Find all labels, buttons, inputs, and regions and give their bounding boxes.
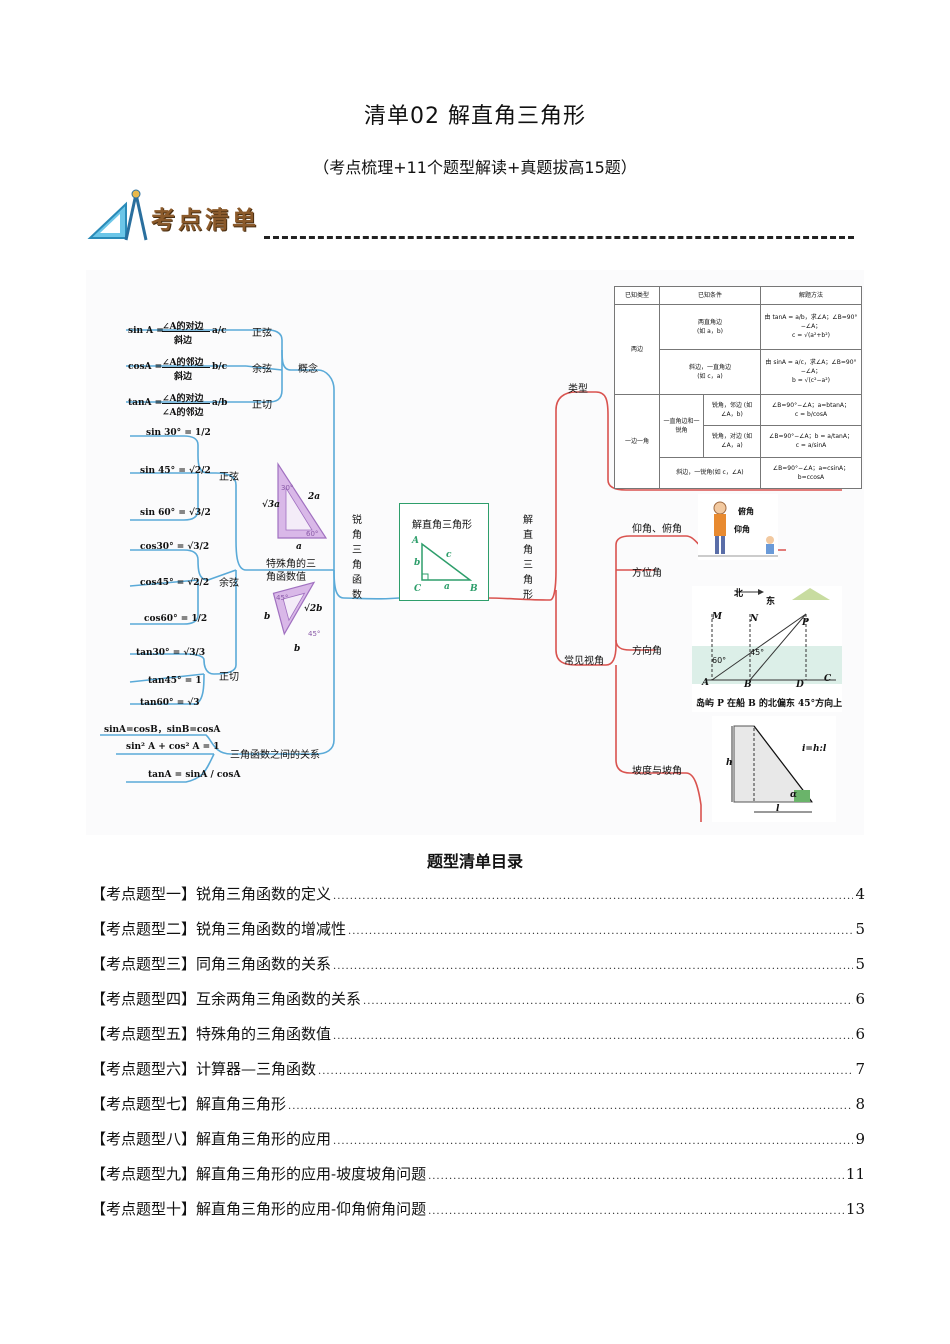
point-d: D: [796, 680, 804, 690]
side-c: c: [446, 550, 452, 560]
special-angles-label-1: 特殊角的三: [266, 559, 316, 570]
tri1-angle2: 60°: [306, 530, 319, 538]
slope-ratio: i=h:l: [802, 744, 827, 754]
slope-l: l: [776, 804, 780, 814]
direction-label: 方向角: [632, 646, 662, 657]
depression-angle-label: 俯角: [738, 507, 754, 516]
point-p: P: [802, 618, 809, 628]
vertex-a: A: [412, 536, 419, 546]
tri1-side1: √3a: [262, 500, 281, 510]
sin60-value: sin 60° = √3/2: [140, 508, 211, 518]
toc-entry[interactable]: 【考点题型二】锐角三角函数的增减性.......................…: [91, 920, 865, 938]
tri2-angle2: 45°: [308, 630, 321, 638]
toc-list: 【考点题型一】锐角三角函数的定义........................…: [91, 883, 865, 1233]
angle-60: 60°: [712, 656, 727, 665]
elevation-angle-label: 仰角: [734, 525, 750, 534]
sin30-value: sin 30° = 1/2: [146, 428, 211, 438]
solve-methods-table: 已知类型 已知条件 解题方法 两边 两直角边(如 a，b) 由 tanA = a…: [614, 286, 863, 490]
types-label: 类型: [568, 384, 588, 395]
point-m: M: [712, 612, 722, 622]
tan30-value: tan30° = √3/3: [136, 648, 206, 658]
tan60-value: tan60° = √3: [140, 698, 200, 708]
special-cos-label: 余弦: [219, 578, 239, 589]
cos60-value: cos60° = 1/2: [144, 614, 208, 624]
tri1-angle1: 30°: [281, 484, 294, 492]
point-b: B: [744, 680, 752, 690]
mind-map-connectors: [100, 329, 842, 822]
cos45-value: cos45° = √2/2: [140, 578, 210, 588]
toc-entry[interactable]: 【考点题型三】同角三角函数的关系........................…: [91, 955, 865, 973]
tri1-side2: 2a: [308, 492, 321, 502]
toc-entry[interactable]: 【考点题型五】特殊角的三角函数值........................…: [91, 1025, 865, 1043]
east-label: 东: [766, 597, 776, 607]
relation-complementary: sinA=cosB，sinB=cosA: [104, 725, 221, 735]
cos30-value: cos30° = √3/2: [140, 542, 210, 552]
direction-angle-picture: [692, 586, 842, 712]
slope-alpha: α: [790, 790, 797, 800]
vertex-c: C: [414, 584, 422, 594]
north-label: 北: [734, 589, 744, 599]
toc-entry[interactable]: 【考点题型七】解直角三角形...........................…: [91, 1095, 865, 1113]
toc-entry[interactable]: 【考点题型八】解直角三角形的应用........................…: [91, 1130, 865, 1148]
banner-title: 考点清单: [151, 205, 259, 234]
center-node-label: 解直角三角形: [412, 520, 472, 531]
point-c: C: [824, 674, 832, 684]
relation-pythagorean: sin² A + cos² A = 1: [126, 742, 220, 752]
right-triangle-diagram: [421, 542, 473, 581]
page-title: 清单02 解直角三角形: [364, 104, 586, 129]
toc-title: 题型清单目录: [426, 852, 523, 871]
cos-def-label: 余弦: [252, 364, 272, 375]
set-square-diagrams: [272, 461, 328, 636]
compass-ruler-icon: [87, 189, 148, 241]
elevation-picture: [698, 494, 778, 560]
concept-label: 概念: [298, 364, 318, 375]
slope-label: 坡度与坡角: [632, 766, 682, 777]
sin45-value: sin 45° = √2/2: [140, 466, 211, 476]
special-angles-label-2: 角函数值: [266, 572, 306, 583]
relations-label: 三角函数之间的关系: [230, 750, 320, 761]
side-b: b: [414, 558, 421, 568]
common-angles-label: 常见视角: [564, 656, 604, 667]
tan45-value: tan45° = 1: [148, 676, 202, 686]
direction-caption: 岛屿 P 在船 B 的北偏东 45°方向上: [696, 699, 843, 709]
special-tan-label: 正切: [219, 672, 239, 683]
tri1-side3: a: [296, 542, 302, 552]
banner-dashed-line: [264, 236, 854, 239]
tri2-angle1: 45°: [276, 594, 289, 602]
tri2-side1: b: [264, 612, 271, 622]
toc-entry[interactable]: 【考点题型一】锐角三角函数的定义........................…: [91, 885, 865, 903]
point-n: N: [750, 614, 759, 624]
center-node: 解直角三角形 A C B a b c: [399, 503, 489, 601]
toc-entry[interactable]: 【考点题型六】计算器—三角函数.........................…: [91, 1060, 865, 1078]
vertex-b: B: [470, 584, 478, 594]
special-sin-label: 正弦: [219, 472, 239, 483]
tri2-side3: b: [294, 644, 301, 654]
sin-def-label: 正弦: [252, 328, 272, 339]
point-a: A: [702, 678, 709, 688]
toc-entry[interactable]: 【考点题型十】解直角三角形的应用-仰角俯角问题.................…: [91, 1200, 865, 1218]
page-subtitle: （考点梳理+11个题型解读+真题拔高15题）: [313, 158, 637, 177]
tan-def-label: 正切: [252, 400, 272, 411]
angle-45: 45°: [750, 648, 765, 657]
slope-h: h: [726, 758, 733, 768]
slope-picture: [712, 716, 836, 822]
side-a: a: [444, 582, 450, 592]
tri2-side2: √2b: [304, 604, 323, 614]
toc-entry[interactable]: 【考点题型九】解直角三角形的应用-坡度坡角问题.................…: [91, 1165, 865, 1183]
mind-map: 解直角三角形 A C B a b c 锐角三角函数 解直角三角形 概念 正弦 余…: [86, 270, 864, 835]
section-banner: 考点清单: [86, 186, 856, 248]
elevation-label: 仰角、俯角: [632, 524, 682, 535]
bearing-label: 方位角: [632, 568, 662, 579]
left-branch-label: 锐角三角函数: [352, 515, 362, 601]
relation-tan: tanA = sinA / cosA: [148, 770, 241, 780]
right-branch-label: 解直角三角形: [523, 515, 533, 601]
toc-entry[interactable]: 【考点题型四】互余两角三角函数的关系......................…: [91, 990, 865, 1008]
